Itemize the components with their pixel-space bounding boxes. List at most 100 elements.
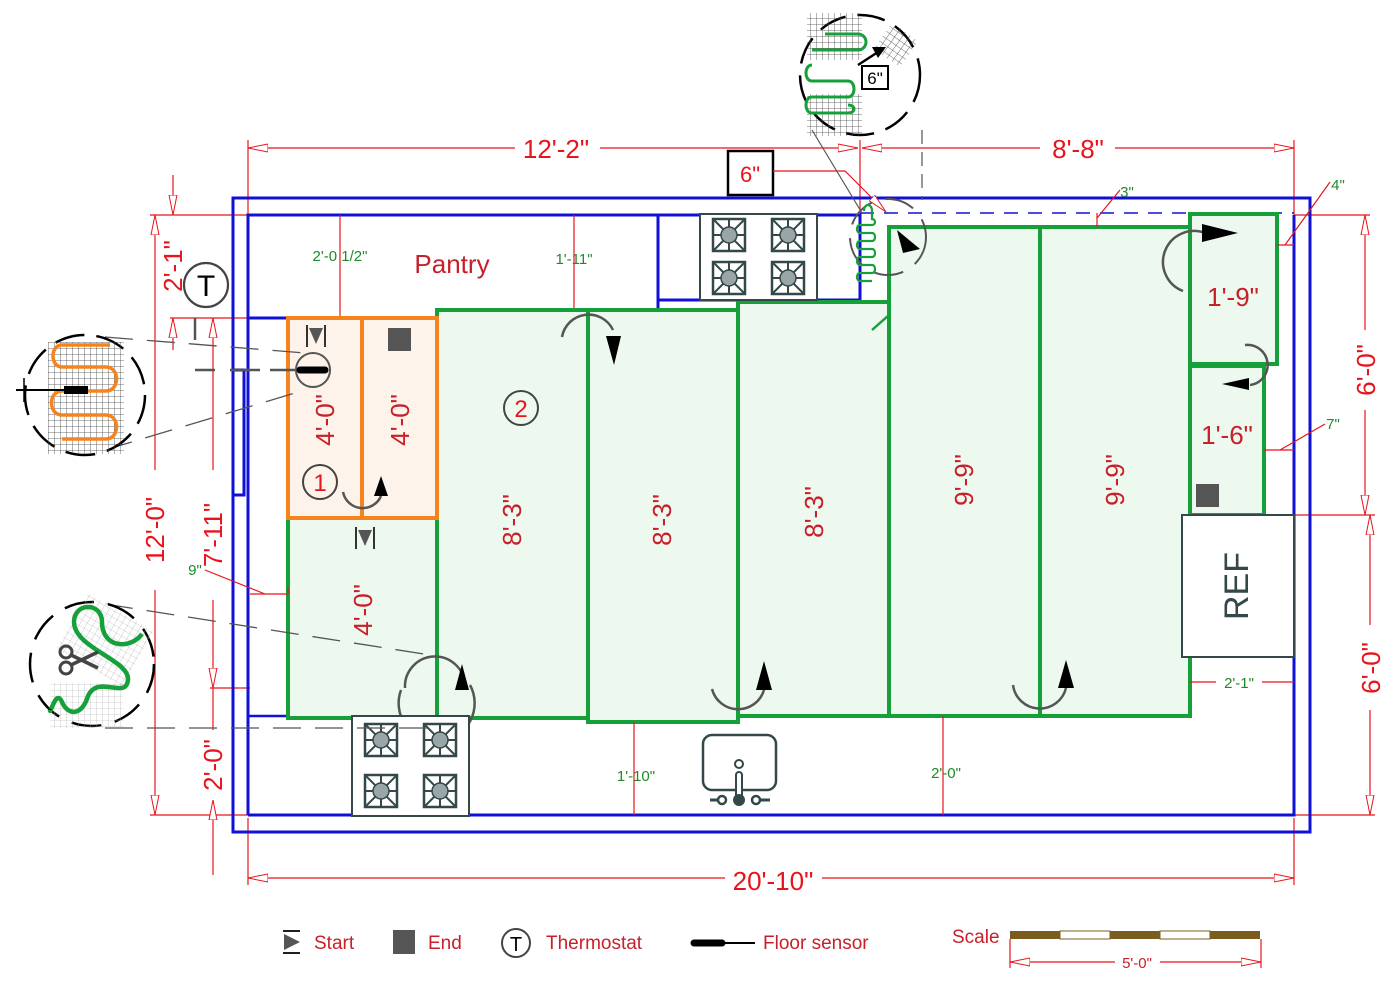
thermostat-icon: T [182,261,230,309]
circuit-1-marker: 1 [302,464,338,500]
turn-arrow [1161,229,1206,293]
mat-length-label: 8'-3" [647,494,677,546]
scale-label: Scale [952,927,1000,948]
clearance-right-top: 4" [1277,177,1345,246]
stove-bottom [351,715,470,817]
dimension-bottom: 20'-10" [247,818,1295,896]
dimension-left-total: 12'-0" [140,214,248,816]
turn-arrow [560,313,615,338]
mat-length-label: 8'-3" [799,486,829,538]
dimension-label: 2'-0" [198,739,228,791]
clearance-top-gap: 3" [1096,184,1134,227]
circuit-number: 2 [514,396,527,423]
refrigerator-label: REF [1218,552,1256,620]
dimension-left-upper: 7'-11" [198,318,250,689]
clearance-pantry-right: 1'-11" [555,251,592,268]
turn-arrow [1011,684,1068,710]
dimension-label: 7'-11" [198,503,228,567]
clearance-label: 2'-1" [1224,675,1254,692]
thermostat-glyph: T [510,934,522,956]
mat-1b[interactable] [360,316,439,520]
floor-sensor-icon [193,318,331,388]
legend-floor-sensor: Floor sensor [690,933,869,954]
mat-length-label: 9'-9" [949,454,979,506]
detail-callout-ring [849,198,927,276]
turn-arrow [710,688,766,711]
clearance-label: 4" [1331,177,1345,194]
legend-floor-sensor-label: Floor sensor [763,933,869,954]
mat-length-label: 4'-0" [310,394,340,446]
clearance-right-mid: 7" [1264,416,1340,451]
inner-wall [248,215,1296,817]
dimension-label: 8'-8" [1052,134,1104,164]
legend-thermostat-label: Thermostat [546,933,643,954]
door-jamb [233,368,246,497]
mat-length-label: 1'-9" [1207,282,1259,312]
dimension-label: 20'-10" [733,866,814,896]
mat-2f[interactable] [1038,225,1192,718]
cut-note-label: 6" [740,162,760,187]
arrowhead-icon [1202,224,1238,242]
arrowhead-icon [756,661,772,690]
arrowhead-icon [872,47,886,58]
sink [701,733,778,806]
dimension-label: 12'-2" [523,134,589,164]
scissors-icon [58,644,99,676]
cut-note-callout: 6" [726,149,887,213]
legend-start: Start [283,930,355,954]
start-icon [284,934,300,950]
clearance-pantry-depth: 2'-0 1/2" [313,248,368,265]
circuit-2-marker: 2 [503,390,539,426]
drain-icon [734,759,744,769]
end-icon [393,930,415,954]
arrowhead-icon [606,336,621,365]
mat-length-label: 8'-3" [497,494,527,546]
handle-icon [750,794,762,806]
clearance-label: 7" [1326,416,1340,433]
mat-2c[interactable] [586,308,740,724]
clearance-left-wall: 9" [188,562,289,595]
legend-thermostat: T Thermostat [501,928,643,958]
dimension-label: 6'-0" [1351,344,1381,396]
dimension-right-upper: 6'-0" [1294,214,1381,516]
clearance-label: 9" [188,562,202,579]
mat-2g[interactable] [1188,212,1279,366]
dimension-top-right: 8'-8" [859,134,1295,215]
legend: Start End T Thermostat Floor sensor Scal… [283,927,1262,972]
legend-end: End [393,930,462,954]
turn-arrow [1244,343,1269,387]
clearance-bottom-right: 2'-0" [931,716,961,815]
dimension-label: 6'-0" [1356,642,1386,694]
cable-serpentine [855,203,877,283]
room-label-pantry: Pantry [414,249,489,279]
clearance-label: 1'-10" [617,768,655,785]
scale-bar: Scale 5'-0" [952,927,1262,972]
arrowhead-icon [1058,660,1074,688]
refrigerator: REF [1181,514,1295,658]
cut-mark [871,314,890,331]
legend-start-label: Start [314,933,355,954]
outer-wall [231,196,1312,834]
arrowhead-icon [897,230,920,253]
arrowhead-icon [455,664,469,690]
end-icon [388,328,411,351]
mat-length-label: 4'-0" [348,584,378,636]
mat-length-label: 9'-9" [1100,454,1130,506]
mat-length-label: 4'-0" [385,394,415,446]
detail-cut-label: 6" [867,69,883,88]
legend-end-label: End [428,933,462,954]
scale-length-label: 5'-0" [1122,955,1152,972]
circuit-number: 1 [313,470,326,497]
turn-arrow [341,491,383,510]
thermostat-icon [501,928,531,958]
dimension-left-lower: 2'-0" [198,688,228,875]
stove-top [699,213,818,301]
clearance-ref-gap: 2'-1" [1190,675,1294,692]
detail-bubble-sensor [16,333,306,457]
refrigerator-box [1181,514,1295,658]
arrowhead-icon [1222,378,1249,390]
handle-icon [716,794,728,806]
faucet-base [733,794,745,806]
dimension-top-left: 12'-2" [247,134,858,215]
